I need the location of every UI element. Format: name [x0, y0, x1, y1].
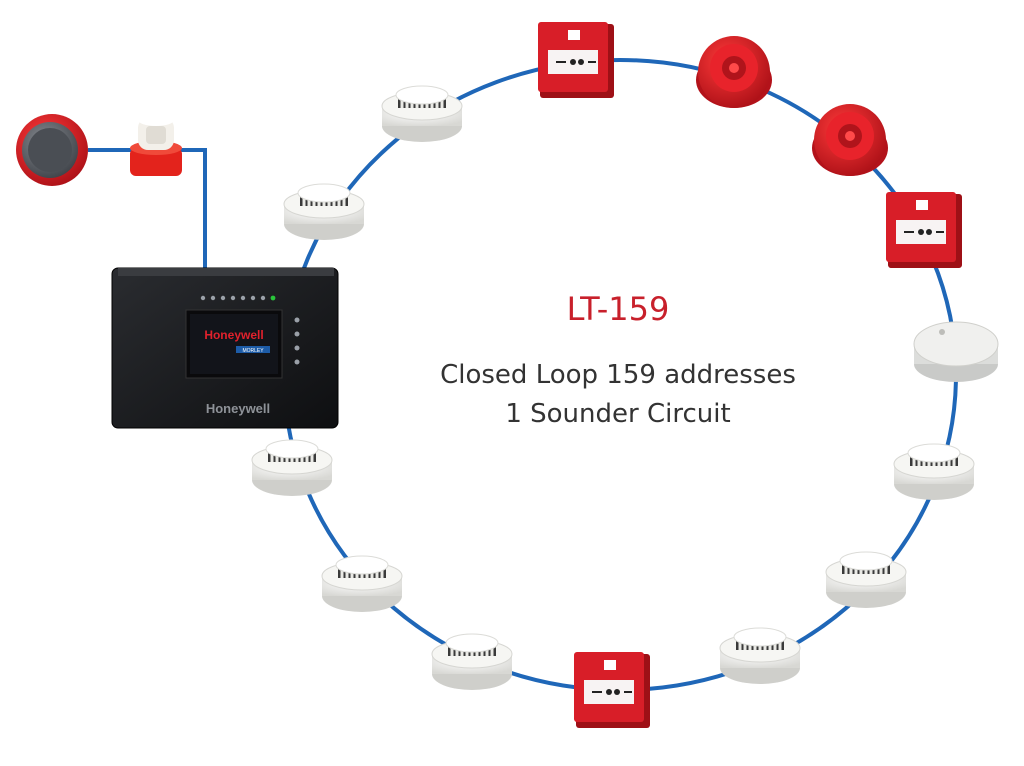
description-line-1: Closed Loop 159 addresses: [440, 360, 796, 390]
sounder-icon: [812, 104, 888, 176]
smoke-detector-icon: [381, 85, 463, 142]
smoke-detector-icon: [431, 633, 513, 690]
screen-badge: MORLEY: [242, 348, 264, 354]
call-point-icon: [886, 192, 962, 268]
panel-brand: Honeywell: [206, 401, 270, 416]
panel-buttons: [294, 317, 300, 365]
screen-brand: Honeywell: [204, 328, 263, 342]
wall-sounder-icon: [16, 114, 88, 186]
call-point-icon: [574, 652, 650, 728]
smoke-detector-icon: [251, 439, 333, 496]
description-line-2: 1 Sounder Circuit: [505, 399, 730, 429]
beacon-icon: [130, 114, 182, 176]
interface-module-icon: [913, 321, 999, 382]
smoke-detector-icon: [321, 555, 403, 612]
sounder-icon: [696, 36, 772, 108]
call-point-icon: [538, 22, 614, 98]
smoke-detector-icon: [825, 551, 907, 608]
loop-devices: [251, 22, 999, 728]
smoke-detector-icon: [719, 627, 801, 684]
smoke-detector-icon: [893, 443, 975, 500]
status-led-row: [200, 295, 276, 301]
sounder-circuit-wire: [88, 148, 207, 268]
smoke-detector-icon: [283, 183, 365, 240]
control-panel: Honeywell MORLEY Honeywell: [111, 267, 339, 429]
system-title: LT-159: [567, 290, 670, 328]
